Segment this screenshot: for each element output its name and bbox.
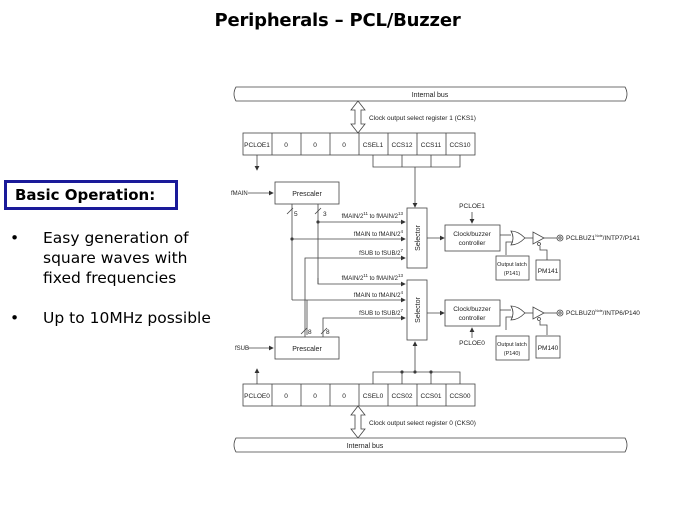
bottom-bus-arrow-icon <box>350 405 366 439</box>
controller0-line1: Clock/buzzer <box>453 306 491 313</box>
bullet-item: • Easy generation of square waves with fi… <box>10 228 215 288</box>
register0-label: Clock output select register 0 (CKS0) <box>369 420 476 427</box>
prescaler-bottom <box>274 336 340 360</box>
register1-label: Clock output select register 1 (CKS1) <box>369 115 476 122</box>
prescaler-bottom-input: fSUB <box>235 346 249 352</box>
slide-title: Peripherals – PCL/Buzzer <box>214 10 461 31</box>
selector-bottom-label: Selector <box>415 296 422 322</box>
selector-bottom-input-3: fSUB to fSUB/27 <box>359 308 403 317</box>
controller1-line1: Clock/buzzer <box>453 231 491 238</box>
selector-top-input-1: fMAIN/211 to fMAIN/213 <box>342 211 404 220</box>
pm140-box <box>535 335 561 359</box>
or-gate-0-icon <box>510 305 526 321</box>
register0 <box>242 383 476 407</box>
controller1-enable: PCLOE1 <box>459 203 485 210</box>
selector-bottom-input-2: fMAIN to fMAIN/24 <box>354 290 404 299</box>
pin1-label: PCLBUZ1Note/INTP7/P141 <box>566 234 640 242</box>
register1-bit: 0 <box>313 142 317 149</box>
prescaler-bottom-label: Prescaler <box>292 346 322 353</box>
register0-bit: 0 <box>342 393 346 400</box>
pm141-box <box>535 259 561 281</box>
selector-bottom <box>406 279 428 341</box>
pm141-label: PM141 <box>538 268 559 275</box>
prescaler-top <box>274 181 340 205</box>
bullet-text: Easy generation of square waves with fix… <box>43 229 189 287</box>
output-latch-p141 <box>495 255 530 281</box>
latch0-line1: Output latch <box>497 342 527 348</box>
bullet-marker: • <box>10 229 20 247</box>
register0-bit: CSEL0 <box>363 393 384 400</box>
latch1-line1: Output latch <box>497 262 527 268</box>
latch1-line2: (P141) <box>504 271 521 277</box>
prescaler-bottom-width: 8 <box>308 329 312 336</box>
register0-bit: CCS01 <box>421 393 442 400</box>
prescaler-top-label: Prescaler <box>292 191 322 198</box>
top-bus-arrow-icon <box>350 100 366 134</box>
selector-top-input-2: fMAIN to fMAIN/24 <box>354 229 404 238</box>
controller0-enable: PCLOE0 <box>459 340 485 347</box>
prescaler-bottom-width: 8 <box>326 329 330 336</box>
top-internal-bus <box>233 86 628 102</box>
bullet-list: • Easy generation of square waves with fi… <box>10 228 215 348</box>
bottom-bus-label: Internal bus <box>347 443 384 450</box>
register1-bit: CCS10 <box>450 142 471 149</box>
top-bus-label: Internal bus <box>412 92 449 99</box>
prescaler-top-input: fMAIN <box>231 191 248 197</box>
register0-bit: 0 <box>284 393 288 400</box>
bottom-internal-bus <box>233 437 628 453</box>
prescaler-top-width: 3 <box>323 211 327 218</box>
controller0-line2: controller <box>459 315 487 322</box>
register1-bit: 0 <box>284 142 288 149</box>
output-latch-p140 <box>495 335 530 361</box>
bullet-text: Up to 10MHz possible <box>43 309 211 327</box>
bullet-item: • Up to 10MHz possible <box>10 308 215 328</box>
selector-top-input-3: fSUB to fSUB/27 <box>359 248 403 257</box>
register1-bit: 0 <box>342 142 346 149</box>
register0-bit: CCS02 <box>392 393 413 400</box>
clock-buzzer-controller-1 <box>444 224 501 252</box>
clock-buzzer-controller-0 <box>444 299 501 327</box>
latch0-line2: (P140) <box>504 351 521 357</box>
register1-bit: CSEL1 <box>363 142 384 149</box>
register0-bit: 0 <box>313 393 317 400</box>
prescaler-top-width: 5 <box>294 211 298 218</box>
register1 <box>242 132 476 156</box>
controller1-line2: controller <box>459 240 487 247</box>
register1-bit: CCS12 <box>392 142 413 149</box>
register1-bit: CCS11 <box>421 142 442 149</box>
pm140-label: PM140 <box>538 345 559 352</box>
or-gate-1-icon <box>510 230 526 246</box>
bullet-marker: • <box>10 309 20 327</box>
register0-bit: PCLOE0 <box>244 393 270 400</box>
basic-operation-heading: Basic Operation: <box>4 180 178 210</box>
selector-top-label: Selector <box>415 224 422 250</box>
pin0-label: PCLBUZ0Note/INTP6/P140 <box>566 309 640 317</box>
register1-bit: PCLOE1 <box>244 142 270 149</box>
selector-bottom-input-1: fMAIN/211 to fMAIN/213 <box>342 273 404 282</box>
register0-bit: CCS00 <box>450 393 471 400</box>
